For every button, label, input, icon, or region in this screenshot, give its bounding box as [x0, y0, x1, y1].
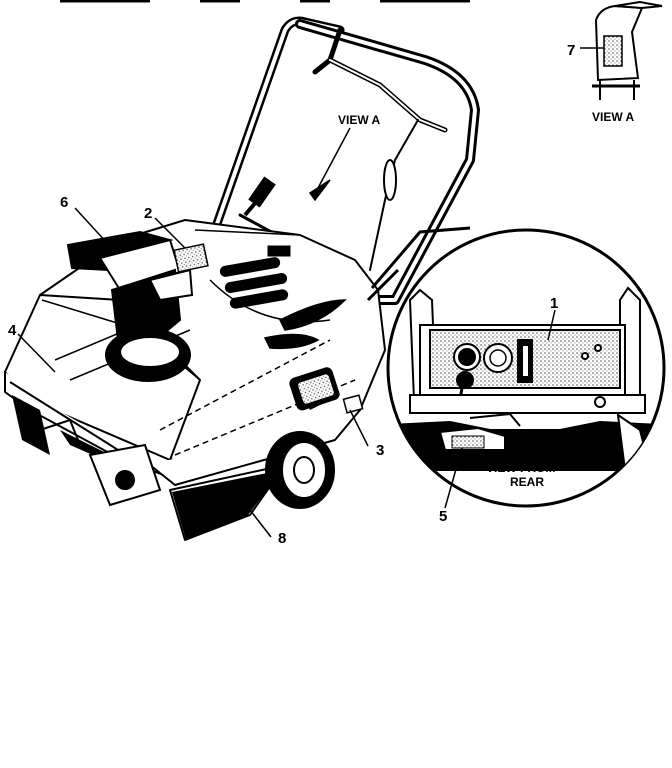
callout-numbers: 1 2 3 4 5 6 7 8 — [8, 42, 575, 547]
callout-3: 3 — [376, 442, 384, 459]
engine-vents — [219, 245, 291, 309]
view-from-rear-caption-line2: REAR — [510, 475, 544, 489]
callout-5: 5 — [439, 508, 447, 525]
leader-lines — [17, 47, 604, 538]
handle-frame — [207, 16, 480, 305]
view-from-rear-caption-line1: VIEW FROM — [486, 461, 555, 475]
view-from-rear-detail — [386, 228, 666, 508]
view-captions: VIEW A VIEW A VIEW FROM REAR — [338, 110, 635, 489]
view-a-main-caption: VIEW A — [338, 113, 381, 127]
discharge-chute — [66, 230, 209, 382]
view-a-inset — [592, 0, 663, 100]
callout-7: 7 — [567, 42, 575, 59]
callout-1: 1 — [550, 295, 558, 312]
lower-drive-parts — [39, 418, 162, 507]
callout-2: 2 — [144, 205, 152, 222]
callout-8: 8 — [278, 530, 286, 547]
headlight — [289, 367, 340, 411]
decal-3-label — [342, 394, 364, 414]
callout-6: 6 — [60, 194, 68, 211]
view-a-inset-caption: VIEW A — [592, 110, 635, 124]
front-wheel — [265, 431, 335, 509]
chute-crank-rod — [243, 176, 276, 217]
callout-4: 4 — [8, 322, 17, 339]
rear-view-callout-connector — [366, 226, 471, 302]
